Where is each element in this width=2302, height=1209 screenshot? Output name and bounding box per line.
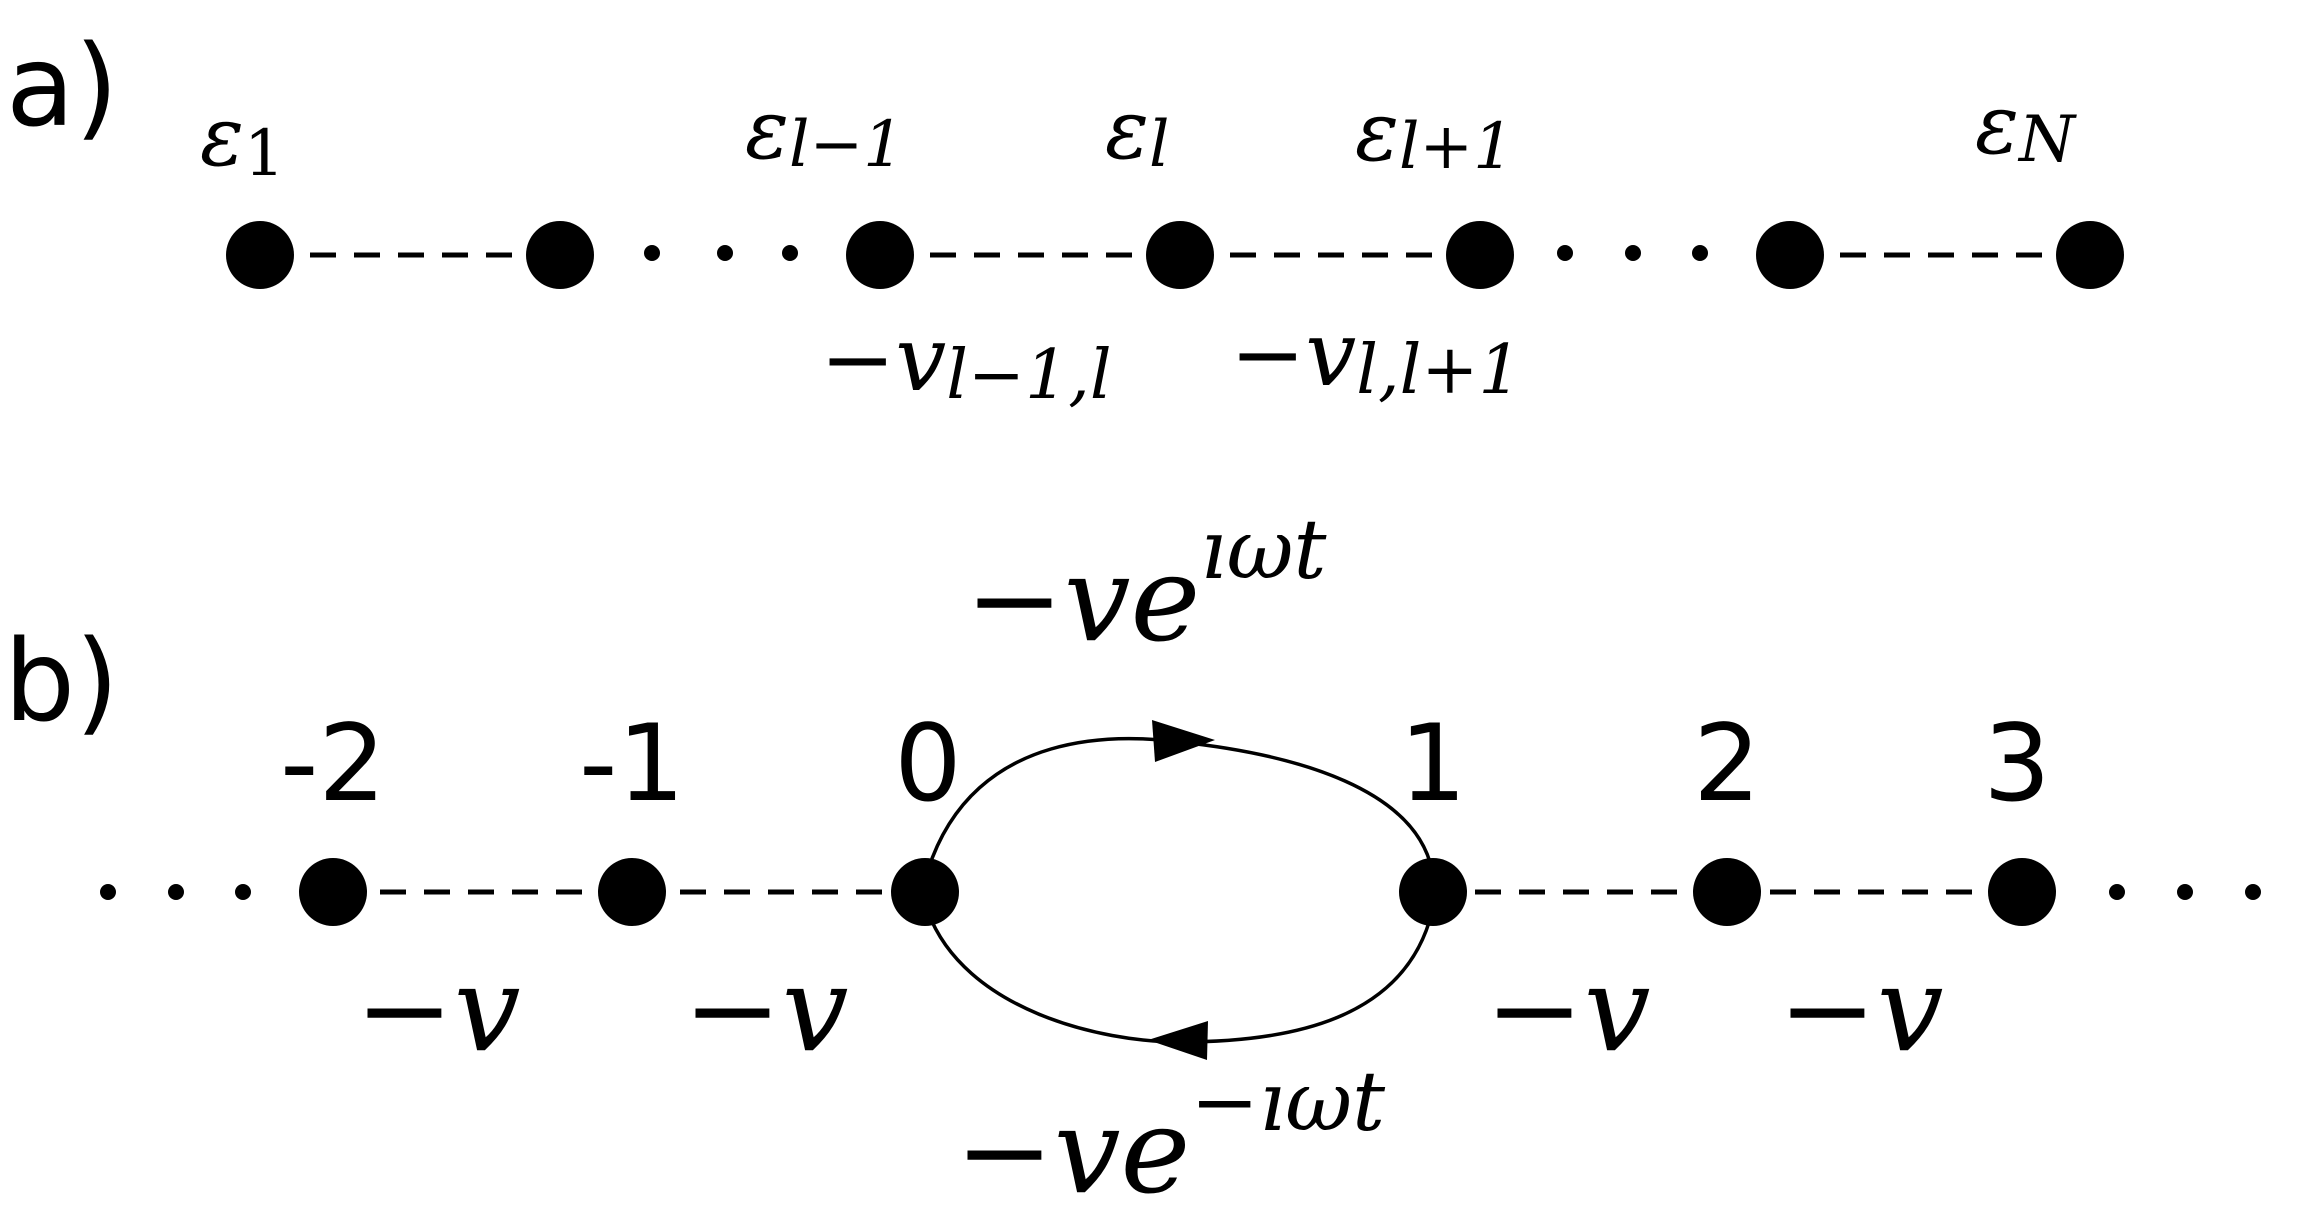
site-number-0: 0 [894, 702, 961, 825]
site-number-minus-2: -2 [280, 702, 386, 825]
site-node-2 [526, 221, 594, 289]
site-node-l [1146, 221, 1214, 289]
site-node-3 [1988, 858, 2056, 926]
energy-symbol: ε [1975, 78, 2019, 173]
energy-label-l-plus-1: εl+1 [1355, 85, 1514, 184]
upper-hopping-arc [926, 736, 1434, 871]
energy-subscript: N [2017, 103, 2077, 177]
energy-subscript: l [1149, 108, 1169, 182]
energy-label-l: εl [1105, 83, 1169, 182]
site-number-2: 2 [1693, 702, 1760, 825]
site-node-N [2056, 221, 2124, 289]
ellipsis-dot [100, 884, 116, 900]
panel-a-label: a) [6, 22, 118, 152]
lower-loop-exponent: −ıωt [1190, 1055, 1386, 1150]
site-number-1: 1 [1399, 702, 1466, 825]
site-node-2 [1693, 858, 1761, 926]
energy-label-N: εN [1975, 78, 2077, 177]
coupling-subscript: l,l+1 [1356, 331, 1521, 410]
site-node-1 [226, 221, 294, 289]
coupling-label-l-minus-1-l: −vl−1,l [820, 307, 1112, 415]
lower-loop-coupling-label: −ve−ıωt [955, 1055, 1386, 1209]
lower-loop-base: −ve [955, 1082, 1190, 1209]
site-node-l-minus-1 [846, 221, 914, 289]
right-arrow-icon [1152, 720, 1215, 762]
ellipsis-dot [235, 884, 251, 900]
energy-subscript: l+1 [1399, 110, 1514, 184]
energy-label-l-minus-1: εl−1 [745, 83, 904, 182]
coupling-label-2-3: −v [1778, 940, 1944, 1078]
ellipsis-dot [1692, 245, 1708, 261]
site-number-minus-1: -1 [579, 702, 685, 825]
ellipsis-dot [2177, 884, 2193, 900]
coupling-label-l-l-plus-1: −vl,l+1 [1230, 302, 1522, 410]
energy-symbol: ε [200, 90, 244, 185]
coupling-label-minus-1-0: −v [683, 940, 849, 1078]
ellipsis-dot [2245, 884, 2261, 900]
energy-symbol: ε [745, 83, 789, 178]
ellipsis-dot [782, 245, 798, 261]
ellipsis-dot [717, 245, 733, 261]
ellipsis-dot [1625, 245, 1641, 261]
ellipsis-dot [168, 884, 184, 900]
upper-loop-base: −ve [965, 530, 1200, 668]
coupling-symbol: −v [820, 307, 946, 412]
energy-label-1: ε1 [200, 90, 285, 191]
energy-subscript: l−1 [789, 108, 904, 182]
left-arrow-icon [1148, 1021, 1208, 1060]
site-node-1 [1399, 858, 1467, 926]
site-node-minus-2 [299, 858, 367, 926]
ellipsis-dot [1557, 245, 1573, 261]
site-node-N-minus-1 [1756, 221, 1824, 289]
energy-subscript: 1 [244, 117, 285, 191]
energy-symbol: ε [1105, 83, 1149, 178]
site-node-minus-1 [598, 858, 666, 926]
coupling-label-minus-2-minus-1: −v [355, 940, 521, 1078]
coupling-subscript: l−1,l [946, 336, 1111, 415]
coupling-label-1-2: −v [1485, 940, 1651, 1078]
ellipsis-dot [644, 245, 660, 261]
lower-hopping-arc [926, 911, 1434, 1044]
site-node-0 [891, 858, 959, 926]
panel-b-label: b) [4, 617, 119, 747]
energy-symbol: ε [1355, 85, 1399, 180]
ellipsis-dot [2109, 884, 2125, 900]
upper-loop-exponent: ıωt [1200, 503, 1327, 598]
site-number-3: 3 [1983, 702, 2050, 825]
coupling-symbol: −v [1230, 302, 1356, 407]
upper-loop-coupling-label: −veıωt [965, 503, 1327, 668]
site-node-l-plus-1 [1446, 221, 1514, 289]
